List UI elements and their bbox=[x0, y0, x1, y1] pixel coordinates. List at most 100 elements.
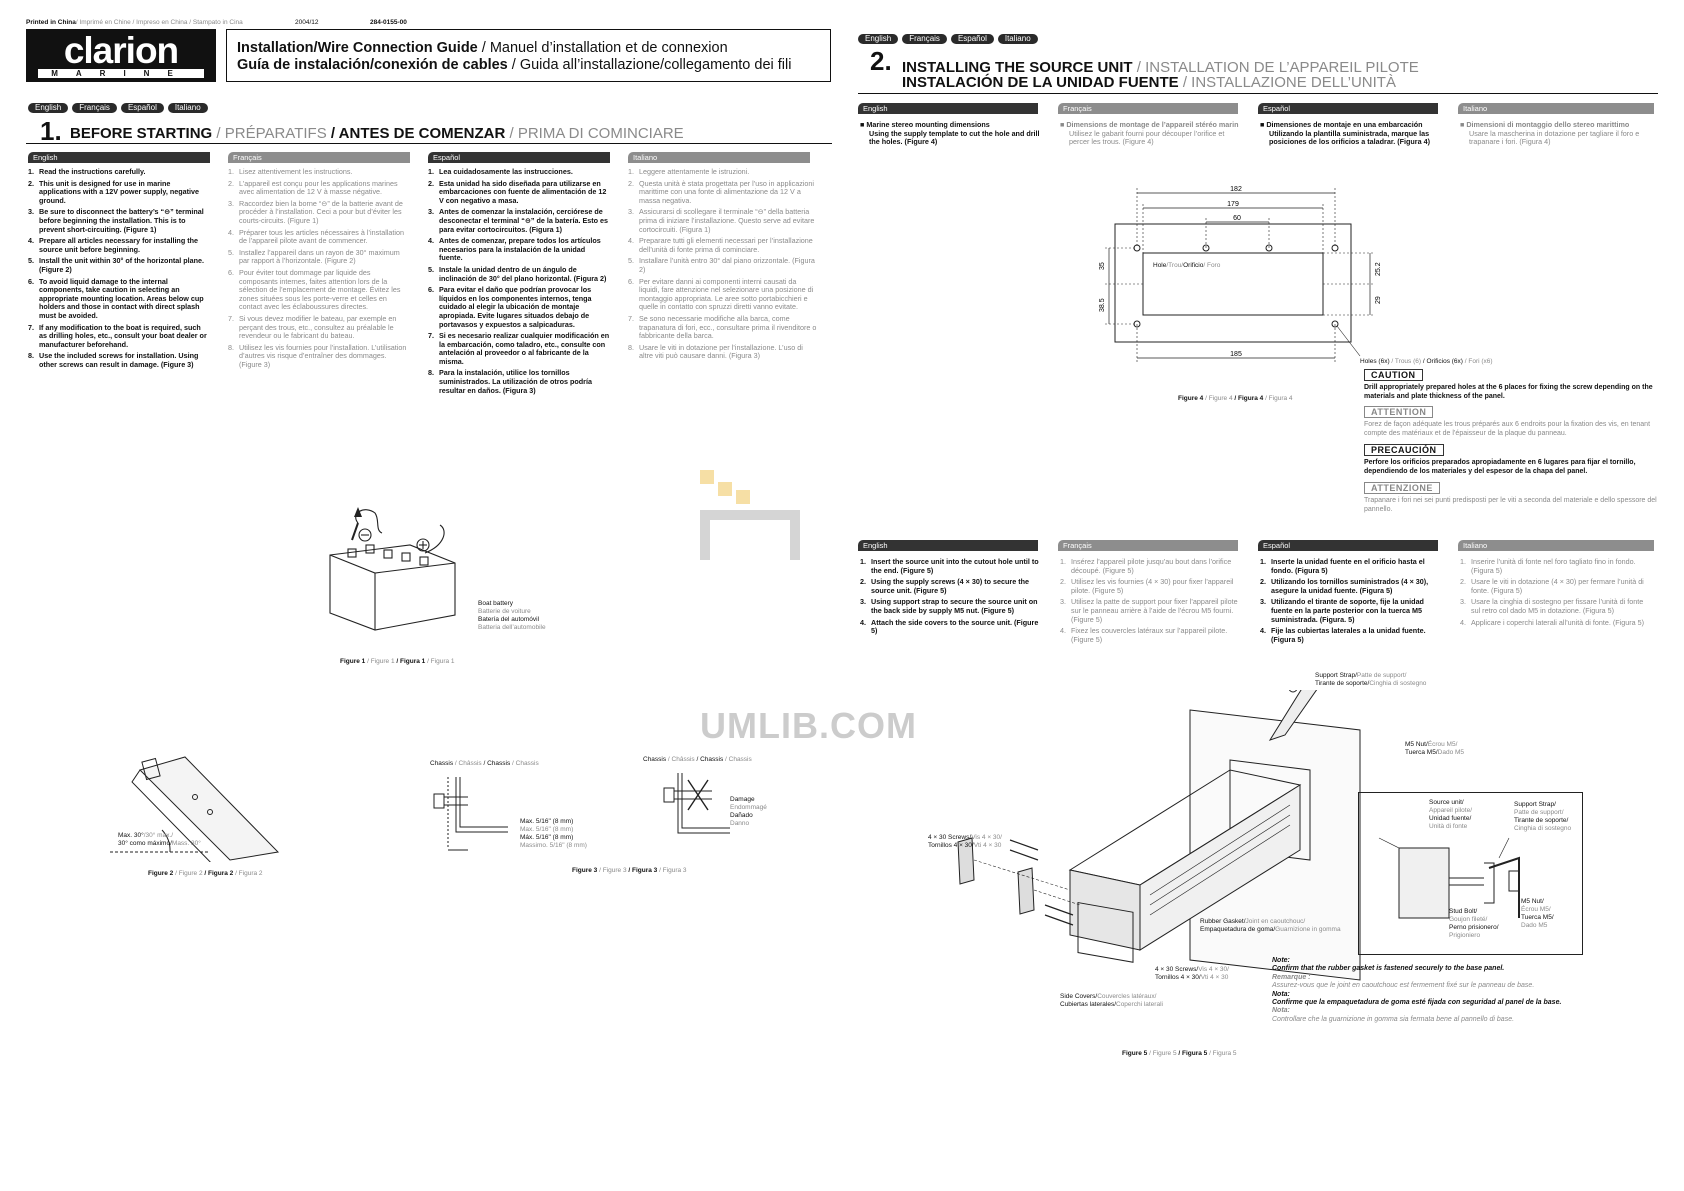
pill-francais: Français bbox=[72, 103, 117, 113]
s1-col-italiano: 1.Leggere attentamente le istruzioni. 2.… bbox=[628, 167, 818, 364]
dim-179: 179 bbox=[1227, 201, 1239, 208]
guide-title-line1: Installation/Wire Connection Guide / Man… bbox=[237, 40, 728, 56]
attention-label: ATTENTION bbox=[1364, 406, 1434, 418]
list-item: 4.Antes de comenzar, prepare todos los a… bbox=[428, 236, 601, 263]
guide-title-line2: Guía de instalación/conexión de cables /… bbox=[237, 57, 792, 73]
dim-29: 29 bbox=[1375, 296, 1382, 304]
list-item: 3.Antes de comenzar la instalación, cerc… bbox=[428, 207, 609, 234]
logo-subtext: MARINE bbox=[38, 69, 204, 78]
caution-espanol: PRECAUCIÓN Perfore los orificios prepara… bbox=[1364, 444, 1636, 475]
list-item: 8.Para la instalación, utilice los torni… bbox=[428, 368, 592, 395]
list-item: 5.Install the unit within 30° of the hor… bbox=[28, 256, 204, 274]
dim-text-italiano: ■ Dimensioni di montaggio dello stereo m… bbox=[1460, 120, 1640, 147]
figure3-chassis-label-a: Chassis / Châssis / Chassis / Chassis bbox=[430, 760, 539, 767]
figure3-chassis-label-b: Chassis / Châssis / Chassis / Chassis bbox=[643, 756, 752, 763]
precaucion-label: PRECAUCIÓN bbox=[1364, 444, 1444, 456]
s2b-head-italiano: Italiano bbox=[1458, 540, 1654, 551]
list-item: 2.Esta unidad ha sido diseñada para util… bbox=[428, 178, 607, 205]
pill-italiano: Italiano bbox=[167, 103, 208, 113]
watermark-logo-icon bbox=[700, 470, 800, 560]
list-item: 3.Be sure to disconnect the battery’s “⊖… bbox=[28, 207, 204, 234]
list-item: 3.Utilizando el tirante de soporte, fije… bbox=[1260, 597, 1424, 624]
printed-line: Printed in China/ Imprimé en Chine / Imp… bbox=[26, 19, 243, 27]
list-item: 3.Using support strap to secure the sour… bbox=[860, 597, 1038, 615]
list-item: 1.Read the instructions carefully. bbox=[28, 167, 146, 176]
caution-francais: ATTENTION Forez de façon adéquate les tr… bbox=[1364, 406, 1651, 437]
figure5-notes: Note: Confirm that the rubber gasket is … bbox=[1272, 957, 1562, 1023]
detail-bolt-drawing bbox=[1378, 837, 1520, 919]
dim-text-espanol: ■ Dimensiones de montaje en una embarcac… bbox=[1260, 120, 1430, 147]
pill-espanol: Español bbox=[120, 103, 164, 113]
figure5-gasket-label: Rubber Gasket/Joint en caoutchouc/ Empaq… bbox=[1200, 918, 1341, 933]
install-col-italiano: 1.Inserire l’unità di fonte nel foro tag… bbox=[1460, 557, 1650, 630]
s1-col-espanol: 1.Lea cuidadosamente las instrucciones. … bbox=[428, 167, 610, 398]
list-item: 1.Insert the source unit into the cutout… bbox=[860, 557, 1039, 575]
install-col-espanol: 1.Inserte la unidad fuente en el orifici… bbox=[1260, 557, 1440, 647]
s1-head-italiano: Italiano bbox=[628, 152, 810, 163]
guide-title-box: Installation/Wire Connection Guide / Man… bbox=[226, 29, 831, 82]
watermark-text: UMLIB.COM bbox=[700, 705, 917, 746]
figure2-caption: Figure 2 / Figure 2 / Figura 2 / Figura … bbox=[148, 870, 263, 877]
section2-title-line2: INSTALACIÓN DE LA UNIDAD FUENTE / INSTAL… bbox=[902, 74, 1396, 91]
list-item: 7.Si vous devez modifier le bateau, par … bbox=[228, 313, 397, 341]
s1-list-italiano: 1.Leggere attentamente le istruzioni. 2.… bbox=[628, 167, 818, 361]
figure1-label: Boat battery Batterie de voiture Batería… bbox=[478, 600, 546, 631]
pill-espanol: Español bbox=[950, 34, 994, 44]
s2b-head-english: English bbox=[858, 540, 1038, 551]
figure5-detail-box: Source unit/ Appareil pilote/ Unidad fue… bbox=[1358, 792, 1583, 955]
clarion-logo: clarion MARINE bbox=[26, 29, 216, 82]
list-item: 7.Se sono necessarie modifiche alla barc… bbox=[628, 313, 817, 341]
s2b-head-espanol: Español bbox=[1258, 540, 1438, 551]
part-number: 284-0155-00 bbox=[370, 19, 407, 26]
dim-182: 182 bbox=[1230, 186, 1242, 193]
figure3-caption: Figure 3 / Figure 3 / Figura 3 / Figura … bbox=[572, 867, 687, 874]
list-item: 2.Usare le viti in dotazione (4 × 30) pe… bbox=[1460, 577, 1644, 595]
dim-60: 60 bbox=[1233, 215, 1241, 222]
detail-unit-label: Source unit/ Appareil pilote/ Unidad fue… bbox=[1429, 799, 1472, 830]
s1-head-english: English bbox=[28, 152, 210, 163]
list-item: 4.Attach the side covers to the source u… bbox=[860, 617, 1039, 636]
s1-head-espanol: Español bbox=[428, 152, 610, 163]
caution-italiano: ATTENZIONE Trapanare i fori nei sei punt… bbox=[1364, 482, 1657, 513]
list-item: 1.Leggere attentamente le istruzioni. bbox=[628, 167, 750, 176]
section2-rule bbox=[858, 93, 1658, 94]
list-item: 2.Utilizando los tornillos suministrados… bbox=[1260, 577, 1429, 595]
dim-38-5: 38.5 bbox=[1099, 298, 1106, 312]
figure1-battery-drawing bbox=[329, 507, 456, 631]
detail-strap-label: Support Strap/ Patte de support/ Tirante… bbox=[1514, 801, 1572, 832]
s1-list-francais: 1.Lisez attentivement les instructions. … bbox=[228, 167, 410, 369]
list-item: 6.Para evitar el daño que podrían provoc… bbox=[428, 285, 592, 329]
list-item: 4.Prepare all articles necessary for ins… bbox=[28, 236, 198, 254]
dim-text-francais: ■ Dimensions de montage de l’appareil st… bbox=[1060, 120, 1239, 147]
list-item: 7.If any modification to the boat is req… bbox=[28, 322, 207, 349]
list-item: 8.Use the included screws for installati… bbox=[28, 351, 199, 369]
figure4-holes-label: Holes (6x) / Trous (6) / Orificios (6x) … bbox=[1360, 358, 1493, 365]
list-item: 1.Lisez attentivement les instructions. bbox=[228, 167, 353, 176]
list-item: 4.Preparare tutti gli elementi necessari… bbox=[628, 236, 813, 254]
list-item: 3.Utilisez la patte de support pour fixe… bbox=[1060, 597, 1238, 624]
s2-head-italiano: Italiano bbox=[1458, 103, 1654, 114]
attenzione-label: ATTENZIONE bbox=[1364, 482, 1440, 494]
s1-list-espanol: 1.Lea cuidadosamente las instrucciones. … bbox=[428, 167, 610, 395]
list-item: 5.Instale la unidad dentro de un ángulo … bbox=[428, 264, 607, 283]
s2-head-francais: Français bbox=[1058, 103, 1238, 114]
s1-list-english: 1.Read the instructions carefully. 2.Thi… bbox=[28, 167, 210, 369]
list-item: 6.To avoid liquid damage to the internal… bbox=[28, 276, 204, 320]
list-item: 6.Per evitare danni ai componenti intern… bbox=[628, 276, 814, 312]
s1-head-francais: Français bbox=[228, 152, 410, 163]
dim-text-english: ■ Marine stereo mounting dimensions Usin… bbox=[860, 120, 1040, 147]
install-col-francais: 1.Insérez l’appareil pilote jusqu’au bou… bbox=[1060, 557, 1240, 647]
figure4-hole-label: Hole/Trou/Orificio/ Foro bbox=[1153, 262, 1221, 269]
pill-francais: Français bbox=[902, 34, 947, 44]
caution-label: CAUTION bbox=[1364, 369, 1423, 381]
figure3-damage-label: Damage Endommagé Dañado Danno bbox=[730, 796, 767, 827]
dim-25-2: 25.2 bbox=[1375, 262, 1382, 276]
install-col-english: 1.Insert the source unit into the cutout… bbox=[860, 557, 1040, 639]
section1-rule bbox=[26, 143, 832, 144]
section1-number: 1. bbox=[40, 116, 62, 146]
figure3-max-label: Max. 5/16" (8 mm) Max. 5/16" (8 mm) Máx.… bbox=[520, 818, 587, 849]
detail-nut-label: M5 Nut/ Écrou M5/ Tuerca M5/ Dado M5 bbox=[1521, 898, 1554, 929]
list-item: 1.Inserte la unidad fuente en el orifici… bbox=[1260, 557, 1425, 575]
doc-date: 2004/12 bbox=[295, 19, 319, 26]
